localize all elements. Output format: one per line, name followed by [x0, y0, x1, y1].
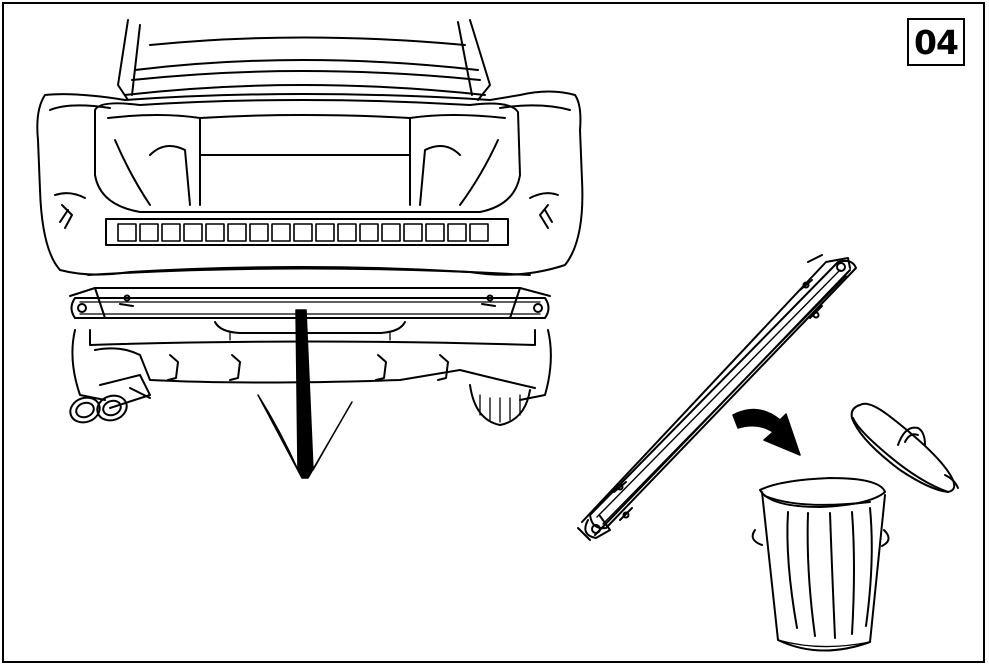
mounted-bumper-beam: [69, 287, 551, 341]
exhaust-tips: [69, 374, 151, 424]
curved-arrow-icon: [732, 408, 801, 456]
diffuser-slots: [117, 223, 489, 242]
trash-can-lid-icon: [850, 402, 959, 493]
rear-bumper-beam: [577, 254, 857, 541]
step-number: 04: [914, 22, 959, 62]
down-arrow-icon: [257, 309, 353, 479]
trash-can-icon: [751, 477, 890, 652]
step-number-box: 04: [907, 18, 965, 66]
car-rear-view: [36, 19, 584, 479]
